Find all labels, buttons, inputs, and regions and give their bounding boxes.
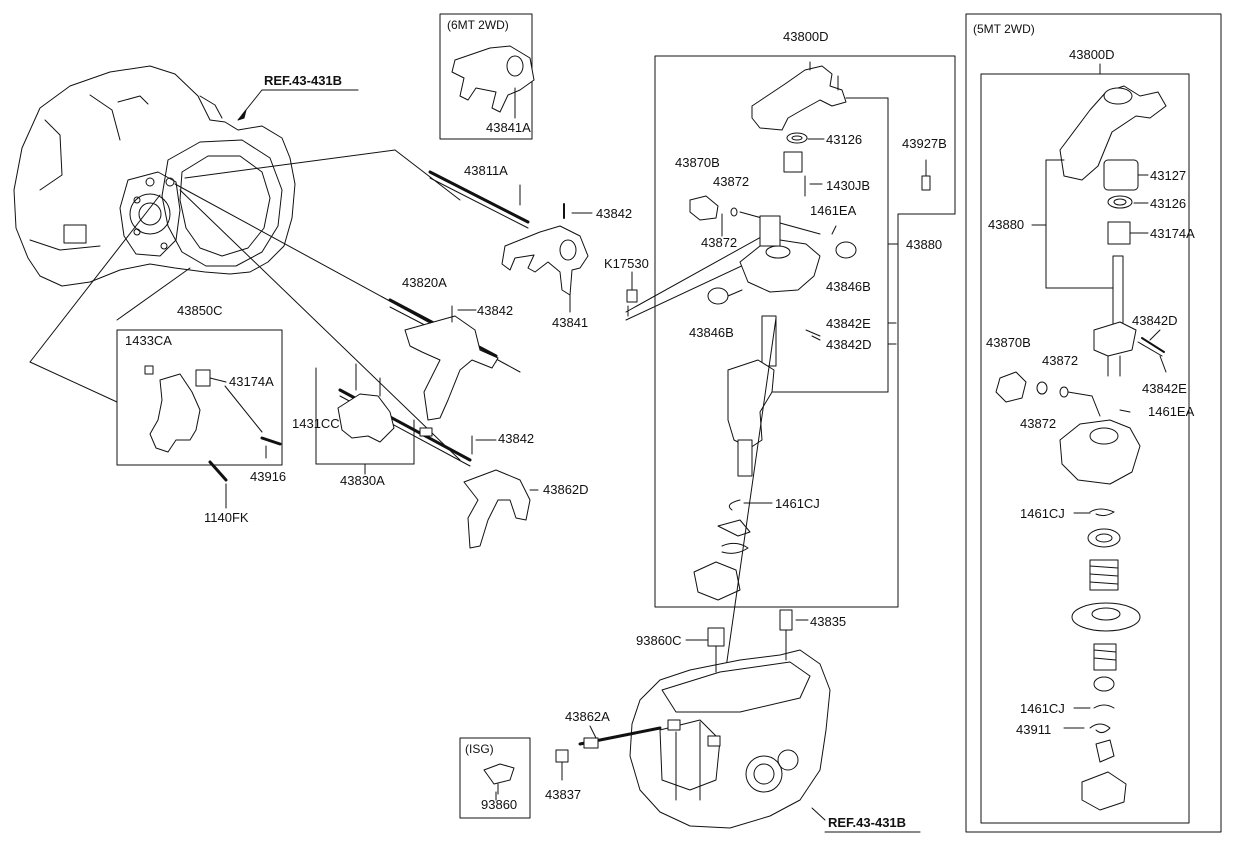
part-label-1461cj-5mt[interactable]: 1461CJ	[1020, 506, 1065, 521]
box-5mt-frame	[965, 13, 1222, 833]
part-label-43872[interactable]: 43872	[701, 235, 738, 250]
part-label-1430jb[interactable]: 1430JB	[826, 178, 871, 193]
box-43850c-frame	[116, 329, 283, 466]
transmission-case-drawing	[629, 649, 831, 829]
part-label-1461ea-5mt[interactable]: 1461EA	[1148, 404, 1195, 419]
part-label-93860c[interactable]: 93860C	[636, 633, 682, 648]
transmission-housing-drawing	[13, 65, 296, 287]
part-label-43841a[interactable]: 43841A	[486, 120, 531, 135]
part-label-k17530[interactable]: K17530	[604, 256, 649, 271]
part-label-43862a[interactable]: 43862A	[565, 709, 610, 724]
part-label-43842e[interactable]: 43842E	[826, 316, 871, 331]
part-label-43800d[interactable]: 43800D	[783, 29, 829, 44]
shift-control-assembly-drawing	[689, 61, 931, 711]
part-label-43880[interactable]: 43880	[906, 237, 943, 252]
box-title-5mt: (5MT 2WD)	[973, 22, 1035, 36]
part-label-43127[interactable]: 43127	[1150, 168, 1187, 183]
ref-label-bottom[interactable]: REF.43-431B	[828, 815, 907, 830]
part-label-1461ea[interactable]: 1461EA	[810, 203, 857, 218]
part-label-43811a[interactable]: 43811A	[464, 163, 508, 178]
part-label-43800d-5mt[interactable]: 43800D	[1069, 47, 1115, 62]
part-label-43820a[interactable]: 43820A	[402, 275, 447, 290]
part-label-43880-5mt[interactable]: 43880	[988, 217, 1025, 232]
part-label-43126-5mt[interactable]: 43126	[1150, 196, 1187, 211]
part-label-43174a[interactable]: 43174A	[229, 374, 274, 389]
part-label-43862d[interactable]: 43862D	[543, 482, 589, 497]
part-label-43842[interactable]: 43842	[596, 206, 633, 221]
part-label-43916[interactable]: 43916	[250, 469, 287, 484]
part-label-43870b[interactable]: 43870B	[675, 155, 720, 170]
part-label-43842d-5mt[interactable]: 43842D	[1132, 313, 1178, 328]
part-label-93860[interactable]: 93860	[481, 797, 518, 812]
part-label-1140fk[interactable]: 1140FK	[204, 510, 249, 525]
part-label-43842[interactable]: 43842	[477, 303, 514, 318]
box-title-isg: (ISG)	[465, 742, 494, 756]
part-label-1431cc[interactable]: 1431CC	[292, 416, 340, 431]
shift-lug-6mt-drawing	[451, 45, 535, 119]
shift-control-5mt-drawing	[995, 63, 1167, 811]
box-isg-frame	[459, 737, 531, 819]
part-label-43870b-5mt[interactable]: 43870B	[986, 335, 1031, 350]
part-label-43842d[interactable]: 43842D	[826, 337, 872, 352]
part-label-1461cj-5mt[interactable]: 1461CJ	[1020, 701, 1065, 716]
part-label-43850c[interactable]: 43850C	[177, 303, 223, 318]
box-title-6mt: (6MT 2WD)	[447, 18, 509, 32]
part-label-43842e-5mt[interactable]: 43842E	[1142, 381, 1187, 396]
part-label-1433ca[interactable]: 1433CA	[125, 333, 172, 348]
part-label-43174a-5mt[interactable]: 43174A	[1150, 226, 1195, 241]
part-label-43126[interactable]: 43126	[826, 132, 863, 147]
part-label-43835[interactable]: 43835	[810, 614, 847, 629]
part-label-43872-5mt[interactable]: 43872	[1042, 353, 1079, 368]
ref-label-top[interactable]: REF.43-431B	[264, 73, 343, 88]
part-label-43841[interactable]: 43841	[552, 315, 589, 330]
part-label-43872-5mt[interactable]: 43872	[1020, 416, 1057, 431]
part-label-43872[interactable]: 43872	[713, 174, 750, 189]
part-label-43846b[interactable]: 43846B	[826, 279, 871, 294]
part-label-43830a[interactable]: 43830A	[340, 473, 385, 488]
part-label-43837[interactable]: 43837	[545, 787, 582, 802]
part-label-43911[interactable]: 43911	[1016, 722, 1052, 737]
box-5mt-inner-frame	[980, 73, 1190, 824]
part-label-43927b[interactable]: 43927B	[902, 136, 947, 151]
part-label-1461cj[interactable]: 1461CJ	[775, 496, 820, 511]
part-label-43842[interactable]: 43842	[498, 431, 535, 446]
part-label-43846b[interactable]: 43846B	[689, 325, 734, 340]
